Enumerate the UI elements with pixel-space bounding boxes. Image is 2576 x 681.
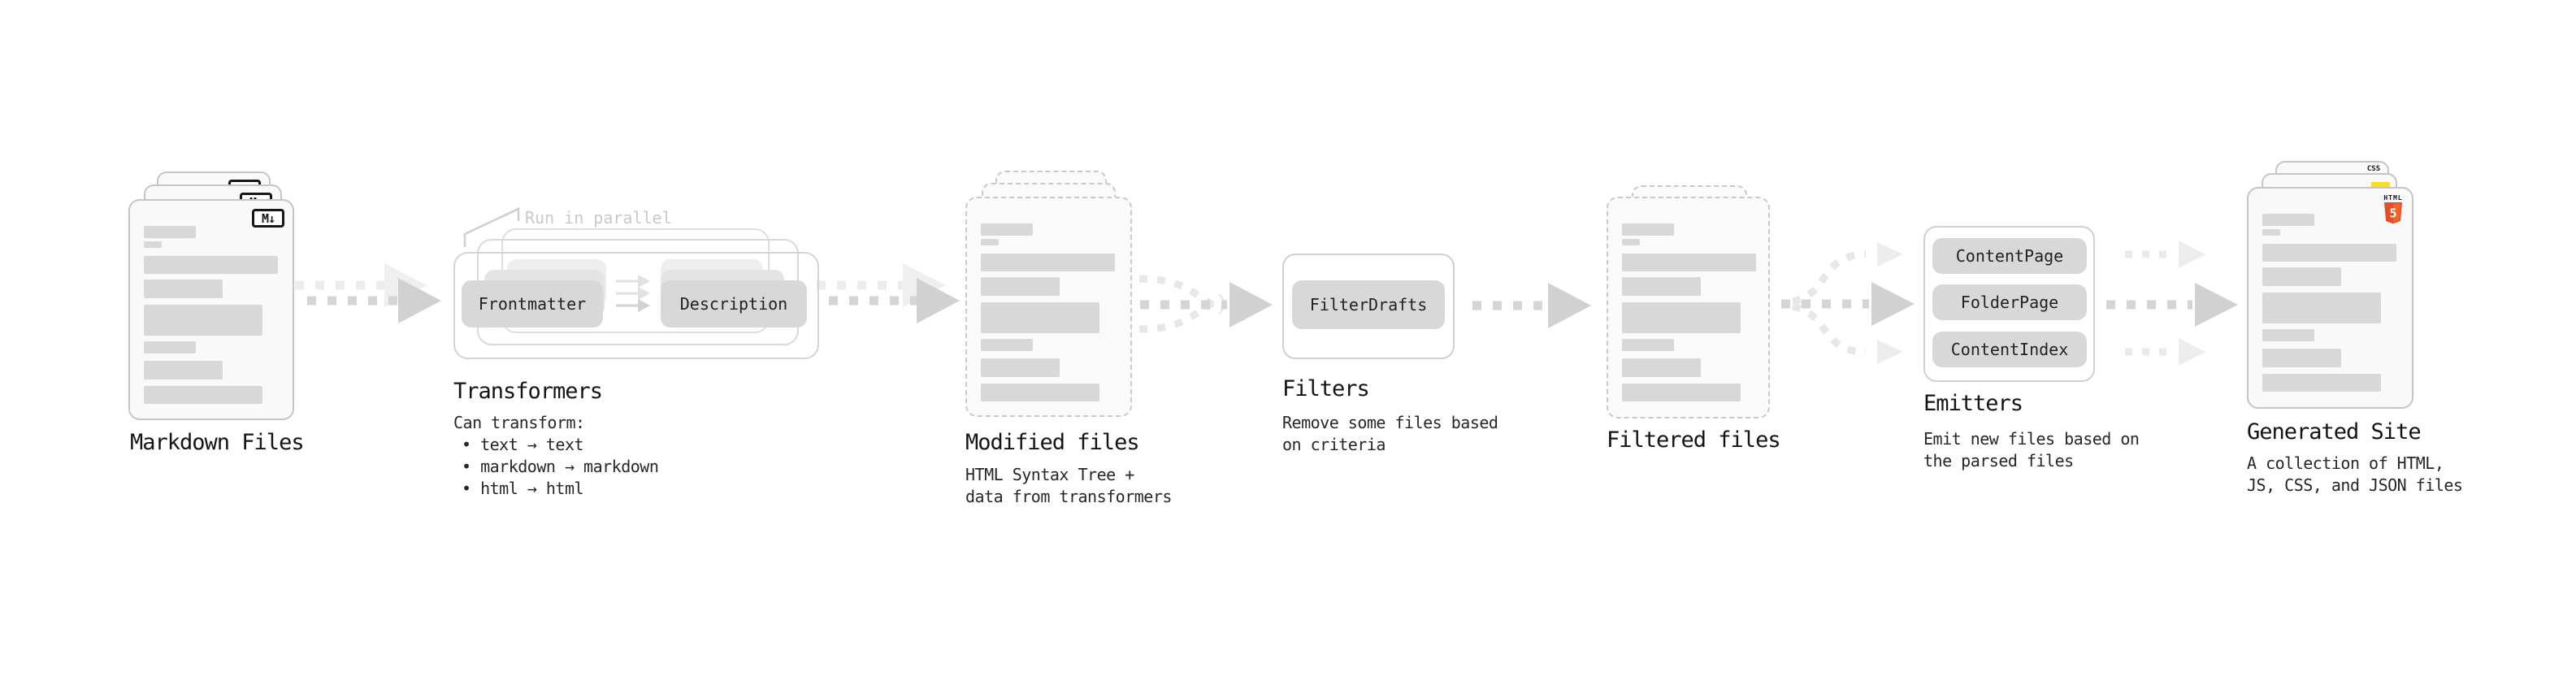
transformers-desc-line: • markdown → markdown — [462, 457, 659, 476]
doc-text-bar — [981, 239, 999, 245]
doc-text-bar — [981, 223, 1033, 236]
transformers-desc-line: • text → text — [462, 435, 584, 454]
doc-text-bar — [1622, 358, 1701, 377]
filtered-file-card-front — [1607, 197, 1770, 419]
html5-shield-icon: 5 — [2384, 202, 2402, 224]
document-content-placeholder — [130, 201, 293, 419]
generated-site-description: A collection of HTML, JS, CSS, and JSON … — [2247, 453, 2463, 497]
contentindex-chip: ContentIndex — [1932, 332, 2087, 367]
doc-text-bar — [1622, 302, 1741, 333]
modified-files-desc-line: HTML Syntax Tree + — [965, 465, 1134, 484]
doc-text-bar — [2262, 329, 2314, 341]
emitters-title: Emitters — [1923, 391, 2023, 416]
modified-files-description: HTML Syntax Tree + data from transformer… — [965, 464, 1172, 508]
emitters-description: Emit new files based on the parsed files — [1923, 428, 2140, 472]
markdown-icon: M↓ — [252, 209, 284, 228]
arrow-filters-to-filtered — [1472, 283, 1591, 328]
arrow-transformers-to-modified — [817, 263, 960, 323]
doc-text-bar — [144, 226, 196, 238]
doc-text-bar — [2262, 349, 2341, 367]
transformers-desc-line: Can transform: — [453, 413, 585, 432]
transformer-box-front — [453, 252, 819, 359]
doc-text-bar — [144, 341, 196, 354]
doc-text-bar — [144, 256, 278, 274]
filters-desc-line: on criteria — [1282, 435, 1386, 454]
doc-text-bar — [144, 361, 223, 380]
doc-text-bar — [1622, 254, 1756, 271]
transformers-description: Can transform: • text → text • markdown … — [453, 412, 659, 500]
filters-box — [1282, 254, 1455, 359]
arrow-markdown-to-transformers — [295, 263, 441, 323]
doc-text-bar — [2262, 229, 2280, 236]
description-transformer-chip: Description — [661, 280, 807, 327]
html5-badge: HTML 5 — [2383, 194, 2403, 225]
arrow-filtered-to-emitters-split — [1781, 242, 1915, 364]
document-content-placeholder — [967, 198, 1130, 415]
generated-file-card-html: HTML 5 — [2247, 187, 2413, 409]
doc-text-bar — [2262, 267, 2341, 286]
transformers-desc-line: • html → html — [462, 479, 584, 498]
doc-text-bar — [1622, 223, 1674, 236]
modified-file-card-front — [965, 197, 1132, 417]
filters-title: Filters — [1282, 376, 1370, 401]
doc-text-bar — [981, 277, 1060, 296]
filters-desc-line: Remove some files based — [1282, 413, 1498, 432]
markdown-files-title: Markdown Files — [130, 430, 305, 455]
doc-text-bar — [1622, 339, 1674, 351]
arrow-emitters-to-generated — [2106, 241, 2238, 366]
document-content-placeholder — [1608, 198, 1768, 417]
doc-text-bar — [144, 241, 162, 248]
emitters-box — [1923, 226, 2095, 382]
transformers-title: Transformers — [453, 379, 603, 404]
modified-files-desc-line: data from transformers — [965, 487, 1172, 506]
doc-text-bar — [144, 305, 262, 336]
filterdrafts-chip: FilterDrafts — [1292, 280, 1445, 329]
modified-files-title: Modified files — [965, 430, 1140, 455]
doc-text-bar — [1622, 239, 1640, 245]
generated-site-desc-line: JS, CSS, and JSON files — [2247, 475, 2463, 495]
document-content-placeholder — [2249, 189, 2412, 407]
doc-text-bar — [981, 358, 1060, 377]
run-in-parallel-label: Run in parallel — [525, 208, 672, 228]
doc-text-bar — [2262, 244, 2396, 262]
doc-text-bar — [1622, 277, 1701, 296]
folderpage-chip: FolderPage — [1932, 284, 2087, 320]
doc-text-bar — [2262, 293, 2381, 323]
doc-text-bar — [144, 280, 223, 298]
doc-text-bar — [981, 339, 1033, 351]
frontmatter-transformer-chip: Frontmatter — [462, 280, 603, 327]
doc-text-bar — [144, 386, 262, 404]
css-badge-label: CSS — [2366, 165, 2381, 173]
doc-text-bar — [981, 254, 1115, 271]
svg-text:5: 5 — [2389, 206, 2396, 221]
generated-site-title: Generated Site — [2247, 419, 2422, 445]
doc-text-bar — [1622, 384, 1741, 401]
emitters-desc-line: the parsed files — [1923, 451, 2074, 471]
doc-text-bar — [981, 302, 1099, 333]
html5-badge-label: HTML — [2383, 194, 2403, 202]
generated-site-desc-line: A collection of HTML, — [2247, 453, 2444, 473]
filters-description: Remove some files based on criteria — [1282, 412, 1498, 456]
doc-text-bar — [2262, 374, 2381, 392]
markdown-file-card-front: M↓ — [128, 199, 294, 420]
filtered-files-title: Filtered files — [1607, 427, 1781, 453]
contentpage-chip: ContentPage — [1932, 238, 2087, 274]
doc-text-bar — [981, 384, 1099, 401]
arrow-modified-to-filters-merge — [1138, 275, 1273, 333]
doc-text-bar — [2262, 214, 2314, 226]
emitters-desc-line: Emit new files based on — [1923, 429, 2140, 449]
